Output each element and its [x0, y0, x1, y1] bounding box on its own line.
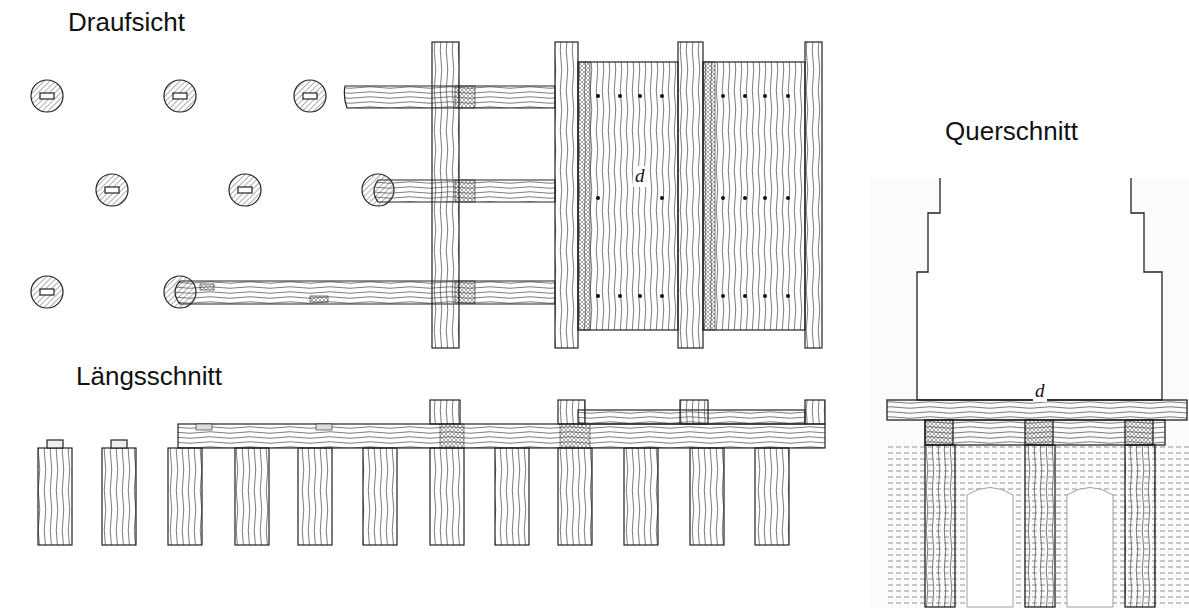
view-title: Querschnitt	[945, 117, 1078, 146]
view-title: Draufsicht	[68, 8, 185, 37]
part-letter: d	[633, 166, 647, 187]
view-title: Längsschnitt	[76, 362, 222, 391]
part-letter: d	[1033, 381, 1047, 402]
